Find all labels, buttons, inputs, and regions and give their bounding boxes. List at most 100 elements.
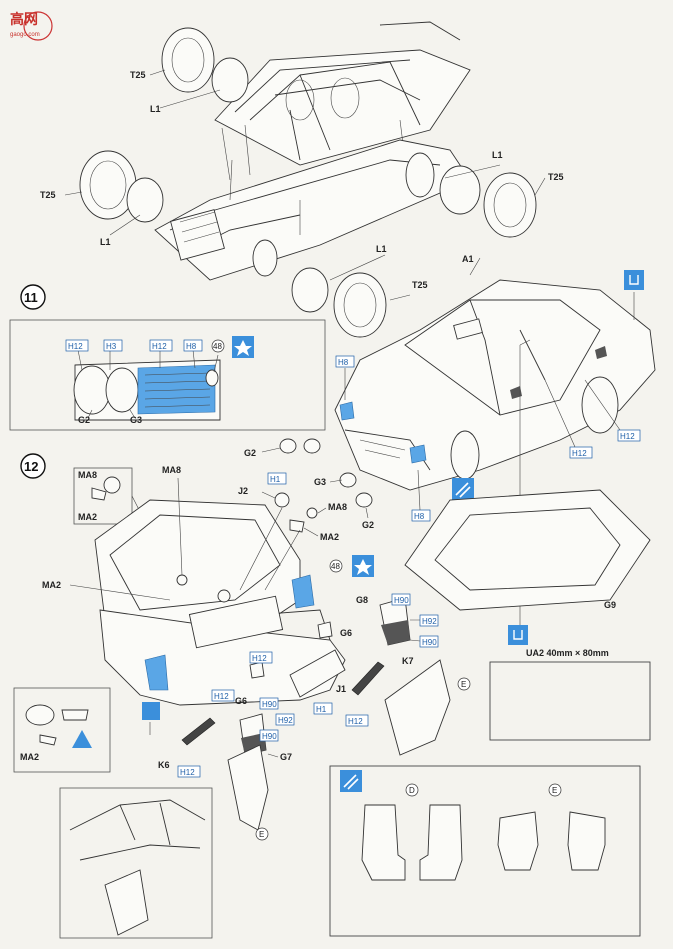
color-code-h8-b: H8 — [335, 355, 355, 368]
label-ma2-inset: MA2 — [78, 512, 97, 522]
mudflap-e-left — [227, 744, 269, 831]
color-code-h8-a: H8 — [183, 339, 203, 352]
car-body-a1 — [334, 279, 656, 491]
label-a1: A1 — [462, 254, 474, 264]
color-code-h12-d: H12 — [569, 446, 593, 459]
svg-text:H8: H8 — [338, 358, 349, 367]
label-t25-b: T25 — [40, 190, 56, 200]
svg-text:H1: H1 — [316, 705, 327, 714]
step-11-number: 11 — [24, 290, 38, 305]
svg-text:H12: H12 — [252, 654, 267, 663]
color-code-h12-e: H12 — [249, 651, 273, 664]
svg-text:H12: H12 — [348, 717, 363, 726]
color-code-h12-f: H12 — [211, 689, 235, 702]
svg-text:D: D — [409, 786, 415, 795]
label-l1-b: L1 — [100, 237, 111, 247]
marker-e-c: E — [548, 783, 562, 797]
part-k7 — [351, 661, 385, 696]
wheel-rear-left — [161, 27, 249, 103]
svg-text:H90: H90 — [262, 732, 277, 741]
svg-text:H12: H12 — [68, 342, 83, 351]
color-code-h92-a: H92 — [419, 614, 439, 627]
wheel-rear-right — [439, 165, 537, 238]
svg-text:H92: H92 — [278, 716, 293, 725]
label-j2: J2 — [238, 486, 248, 496]
svg-text:48: 48 — [331, 562, 340, 571]
svg-text:H90: H90 — [422, 638, 437, 647]
label-ma2-part: MA2 — [320, 532, 339, 542]
label-l1-c: L1 — [492, 150, 503, 160]
label-ua2: UA2 40mm × 80mm — [526, 648, 609, 658]
svg-text:H12: H12 — [152, 342, 167, 351]
label-ma8-hatch: MA8 — [162, 465, 181, 475]
label-g7: G7 — [280, 752, 292, 762]
svg-text:H12: H12 — [214, 692, 229, 701]
corner-inset-detail — [69, 799, 206, 936]
label-g8: G8 — [356, 595, 368, 605]
light-g8 — [379, 597, 411, 646]
label-k6: K6 — [158, 760, 170, 770]
label-g2-b: G2 — [362, 520, 374, 530]
part-g6-b — [249, 661, 265, 679]
color-code-h90-c: H90 — [259, 697, 279, 710]
label-g6-a: G6 — [340, 628, 352, 638]
svg-text:H12: H12 — [180, 768, 195, 777]
svg-text:E: E — [461, 680, 466, 689]
label-ma8-inset: MA8 — [78, 470, 97, 480]
svg-text:H12: H12 — [620, 432, 635, 441]
color-code-h90-d: H90 — [259, 729, 279, 742]
ua2-box — [489, 661, 651, 741]
label-ma8-part: MA8 — [328, 502, 347, 512]
decal-48-a: 48 — [211, 339, 225, 353]
svg-text:48: 48 — [213, 342, 222, 351]
svg-text:E: E — [552, 786, 557, 795]
decal-48-b: 48 — [329, 559, 343, 573]
label-k7: K7 — [402, 656, 414, 666]
svg-text:H8: H8 — [414, 512, 425, 521]
step-12-number: 12 — [24, 459, 38, 474]
label-g2-a: G2 — [244, 448, 256, 458]
watermark-chars: 高网 — [10, 11, 38, 27]
step-11-badge: 11 — [20, 284, 46, 310]
star-icon — [232, 336, 254, 358]
wheel-front-right — [291, 267, 387, 338]
ma2-inset-frame — [13, 687, 111, 773]
label-t25-d: T25 — [412, 280, 428, 290]
light-g2-a — [279, 438, 297, 454]
color-code-h92-b: H92 — [275, 713, 295, 726]
part-g6-a — [317, 621, 333, 639]
marker-e-a: E — [457, 677, 471, 691]
color-code-h8-c: H8 — [411, 509, 431, 522]
color-code-h12-c: H12 — [617, 429, 641, 442]
marker-d: D — [405, 783, 419, 797]
svg-text:H8: H8 — [186, 342, 197, 351]
roll-cage-body — [214, 21, 471, 181]
label-g3-b: G3 — [314, 477, 326, 487]
svg-text:H12: H12 — [572, 449, 587, 458]
headlight-grille-detail — [73, 359, 221, 421]
svg-text:H92: H92 — [422, 617, 437, 626]
color-code-h12-h: H12 — [177, 765, 201, 778]
star-icon-step12 — [352, 555, 374, 577]
part-ma8 — [306, 507, 318, 519]
color-code-h12-g: H12 — [345, 714, 369, 727]
light-g3-b — [339, 472, 357, 488]
decal-icon-mid — [508, 625, 528, 645]
part-j2 — [274, 492, 290, 508]
svg-text:H90: H90 — [262, 700, 277, 709]
mirror-detail — [91, 476, 121, 501]
color-code-h90-b: H90 — [419, 635, 439, 648]
light-g2-b — [355, 492, 373, 508]
label-l1-a: L1 — [150, 104, 161, 114]
color-code-h12-b: H12 — [149, 339, 173, 352]
svg-text:H90: H90 — [394, 596, 409, 605]
label-g2-inset: G2 — [78, 415, 90, 425]
part-k6 — [181, 717, 216, 746]
corner-inset-frame — [59, 787, 213, 939]
label-g9: G9 — [604, 600, 616, 610]
label-t25-c: T25 — [548, 172, 564, 182]
mudflap-e-right — [384, 659, 451, 756]
decal-icon-top-right — [624, 270, 644, 290]
marker-e-b: E — [255, 827, 269, 841]
